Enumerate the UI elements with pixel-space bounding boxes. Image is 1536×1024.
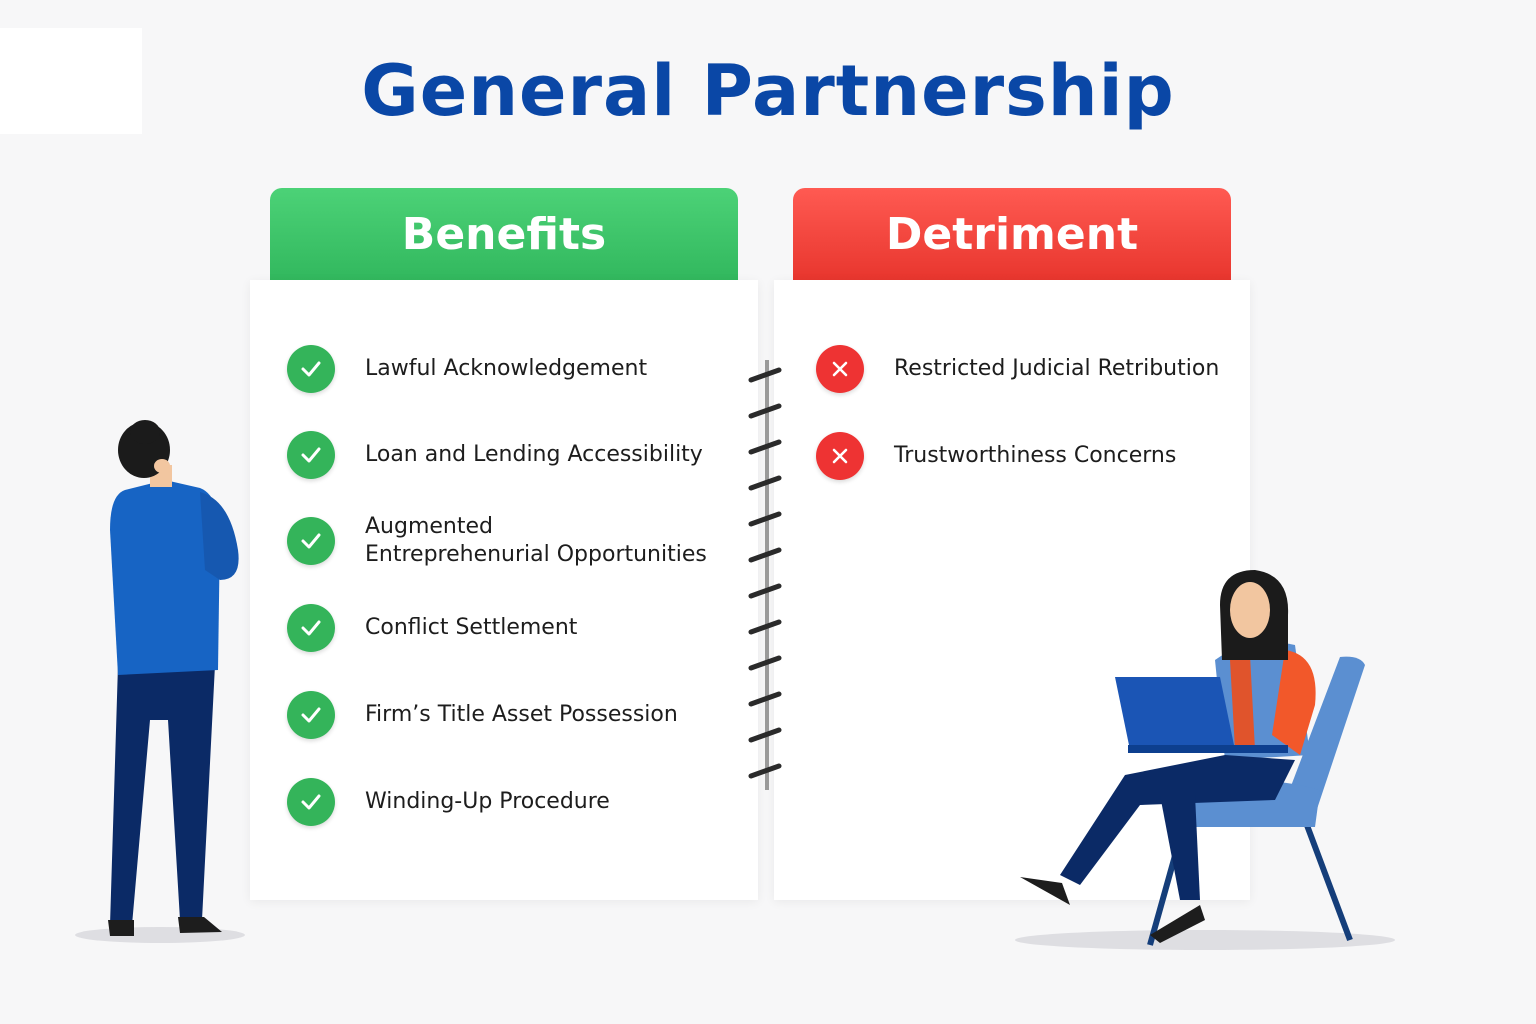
check-circle-icon [287,691,335,739]
detriment-item: Trustworthiness Concerns [816,432,1176,480]
benefit-label-line2: Entreprehenurial Opportunities [365,542,707,567]
benefit-item: Conflict Settlement [287,604,577,652]
spiral-binding [748,360,782,790]
benefit-label: Conflict Settlement [365,615,578,640]
benefit-item: Loan and Lending Accessibility [287,431,703,479]
benefit-label-line1: Augmented [365,514,493,539]
detriment-label: Trustworthiness Concerns [894,443,1177,468]
benefit-label: Lawful Acknowledgement [365,356,648,381]
check-circle-icon [287,517,335,565]
benefit-label: Augmented Entreprehenurial Opportunities [365,513,707,569]
benefits-page [250,280,758,900]
benefit-item: Augmented Entreprehenurial Opportunities [287,513,707,569]
benefits-header: Benefits [270,188,738,280]
detriment-heading: Detriment [885,208,1139,260]
benefit-item: Winding-Up Procedure [287,778,610,826]
cross-circle-icon [816,345,864,393]
benefit-label: Firm’s Title Asset Possession [365,702,678,727]
benefit-label: Winding-Up Procedure [365,789,610,814]
benefit-item: Lawful Acknowledgement [287,345,647,393]
check-circle-icon [287,604,335,652]
check-circle-icon [287,345,335,393]
detriment-item: Restricted Judicial Retribution [816,345,1219,393]
benefit-label: Loan and Lending Accessibility [365,442,703,467]
standing-man-illustration [75,420,245,943]
page-title: General Partnership [361,50,1175,132]
white-patch [0,28,142,134]
check-circle-icon [287,431,335,479]
benefits-heading: Benefits [401,208,607,260]
sitting-woman-illustration [1015,570,1395,950]
check-circle-icon [287,778,335,826]
detriment-header: Detriment [793,188,1231,280]
benefit-item: Firm’s Title Asset Possession [287,691,678,739]
cross-circle-icon [816,432,864,480]
detriment-label: Restricted Judicial Retribution [894,356,1220,381]
